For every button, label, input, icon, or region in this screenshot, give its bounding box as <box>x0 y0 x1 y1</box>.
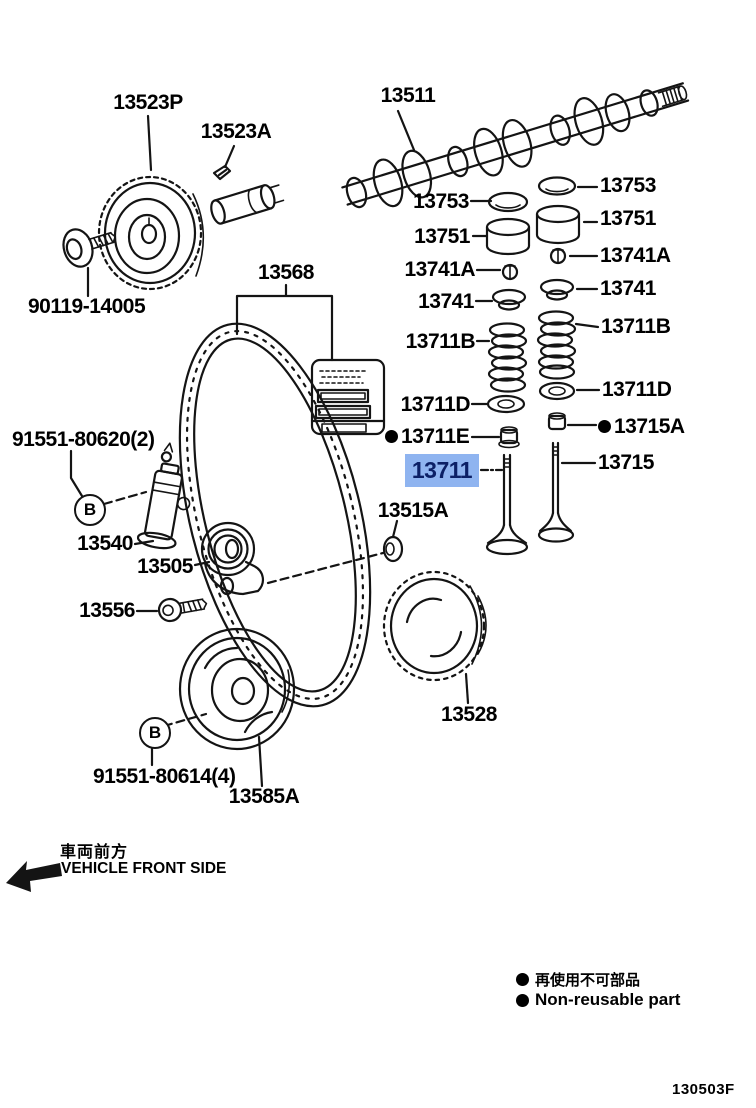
part-label-13741-right[interactable]: 13741 <box>600 277 656 300</box>
crank-gear-drawing <box>382 570 487 682</box>
part-label-13711B-right[interactable]: 13711B <box>601 315 671 338</box>
leader-lines <box>69 109 601 788</box>
part-label-13711D-right[interactable]: 13711D <box>602 378 672 401</box>
belt-label-plate-drawing <box>310 358 386 436</box>
legend-bullet-en <box>516 993 529 1007</box>
legend-text-ja: 再使用不可部品 <box>535 972 641 989</box>
pulley-bolt-drawing <box>62 228 117 268</box>
part-label-91551-80620[interactable]: 91551-80620(2) <box>12 428 155 451</box>
tensioner-drawing <box>136 442 191 550</box>
part-label-13741-left[interactable]: 13741 <box>418 290 474 313</box>
valve-train-intake-drawing <box>485 191 531 556</box>
part-label-13753-right[interactable]: 13753 <box>600 174 656 197</box>
non-reusable-bullet-13711E <box>385 430 398 443</box>
pulley-pin-drawing <box>212 164 232 181</box>
camshaft-drawing <box>341 82 690 209</box>
part-label-13515A[interactable]: 13515A <box>377 499 449 522</box>
part-label-13528[interactable]: 13528 <box>441 703 497 726</box>
vehicle-front-label-ja: 車両前方 <box>60 844 129 861</box>
part-label-13715A-text: 13715A <box>614 415 685 438</box>
legend-row-en: Non-reusable part <box>516 990 680 1010</box>
vehicle-front-label-en: VEHICLE FRONT SIDE <box>61 860 227 877</box>
belt-washer-drawing <box>382 535 404 563</box>
part-label-13511[interactable]: 13511 <box>380 84 436 107</box>
pulley-guide-drawing <box>178 627 296 751</box>
part-label-13715[interactable]: 13715 <box>598 451 654 474</box>
part-label-91551-80614[interactable]: 91551-80614(4) <box>93 765 236 788</box>
non-reusable-bullet-13715A <box>598 420 611 433</box>
callout-b-tensioner: B <box>74 494 106 526</box>
part-label-13523P[interactable]: 13523P <box>113 91 183 114</box>
part-label-13711D-left[interactable]: 13711D <box>400 393 471 416</box>
part-label-13585A[interactable]: 13585A <box>228 785 300 808</box>
part-label-13751-right[interactable]: 13751 <box>600 207 656 230</box>
legend-text-en: Non-reusable part <box>535 990 681 1009</box>
part-label-13711E-text: 13711E <box>401 425 470 448</box>
part-label-13711-highlighted[interactable]: 13711 <box>405 454 479 487</box>
part-label-13715A[interactable]: 13715A <box>598 416 685 437</box>
camshaft-front-drawing <box>210 184 285 225</box>
part-label-13540[interactable]: 13540 <box>77 532 133 555</box>
idler-pulley-drawing <box>200 521 264 596</box>
part-label-13741A-left[interactable]: 13741A <box>404 258 475 281</box>
part-label-13741A-right[interactable]: 13741A <box>600 244 671 267</box>
part-label-13753-left[interactable]: 13753 <box>413 190 469 213</box>
part-label-13751-left[interactable]: 13751 <box>414 225 470 248</box>
part-label-13505[interactable]: 13505 <box>137 555 193 578</box>
callout-b-guide: B <box>139 717 171 749</box>
part-label-13523A[interactable]: 13523A <box>200 120 272 143</box>
idler-bolt-drawing <box>157 597 208 623</box>
figure-code: 130503F <box>672 1081 735 1098</box>
valve-train-exhaust-drawing <box>535 176 581 543</box>
part-label-13568[interactable]: 13568 <box>258 261 314 284</box>
part-label-13711E[interactable]: 13711E <box>385 425 470 448</box>
part-label-90119-14005[interactable]: 90119-14005 <box>28 295 146 318</box>
part-label-13556[interactable]: 13556 <box>79 599 135 622</box>
legend-row-ja: 再使用不可部品 <box>516 969 640 990</box>
cam-pulley-drawing <box>97 175 205 291</box>
timing-belt-drawing <box>178 322 372 708</box>
part-label-13711B-left[interactable]: 13711B <box>405 330 476 353</box>
legend-bullet-ja <box>516 973 529 986</box>
vehicle-front-arrow <box>6 861 62 892</box>
